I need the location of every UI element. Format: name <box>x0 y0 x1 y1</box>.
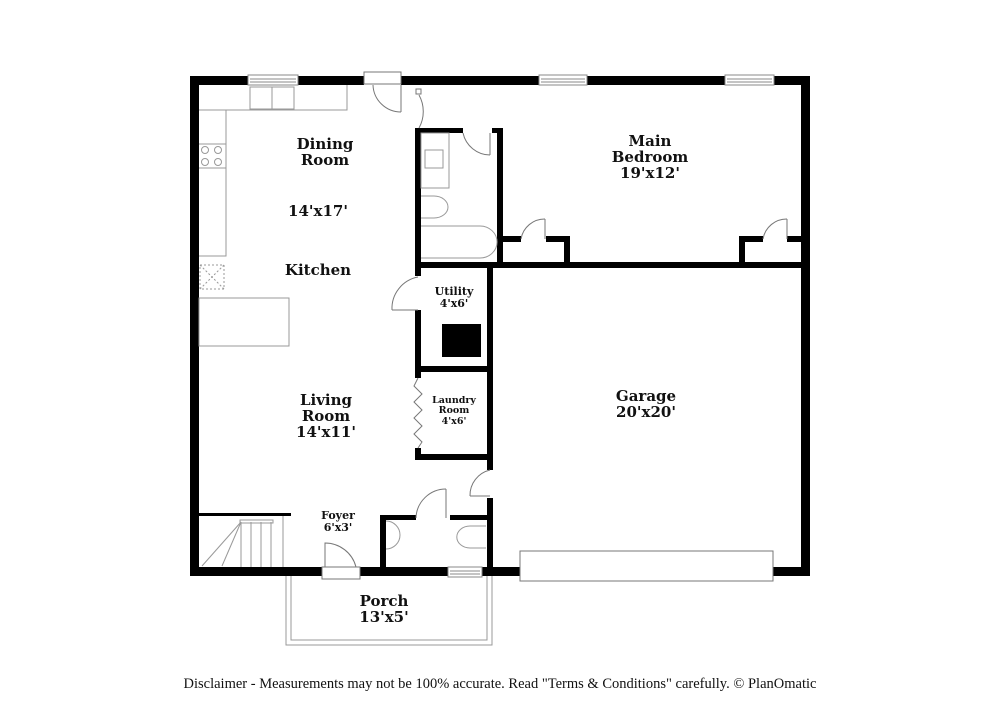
windows <box>247 74 775 578</box>
room-label-porch: Porch 13'x5' <box>359 592 409 627</box>
room-label-foyer: Foyer 6'x3' <box>321 509 355 534</box>
room-label-garage: Garage 20'x20' <box>615 387 677 422</box>
room-label-living-room: Living Room 14'x11' <box>296 391 356 442</box>
furnace <box>442 324 481 357</box>
room-label-utility: Utility 4'x6' <box>434 285 474 310</box>
fixtures <box>198 85 498 646</box>
doors <box>321 71 788 582</box>
room-label-dining-room: Dining Room <box>296 135 354 170</box>
room-label-kitchen: Kitchen <box>284 261 352 279</box>
room-dimensions-dining-room: 14'x17' <box>288 202 348 220</box>
disclaimer-text: Disclaimer - Measurements may not be 100… <box>183 676 817 692</box>
room-label-laundry-room: Laundry Room 4'x6' <box>432 395 476 427</box>
room-label-main-bedroom: Main Bedroom 19'x12' <box>611 132 689 183</box>
exterior-walls <box>190 76 810 576</box>
interior-walls <box>199 128 810 576</box>
